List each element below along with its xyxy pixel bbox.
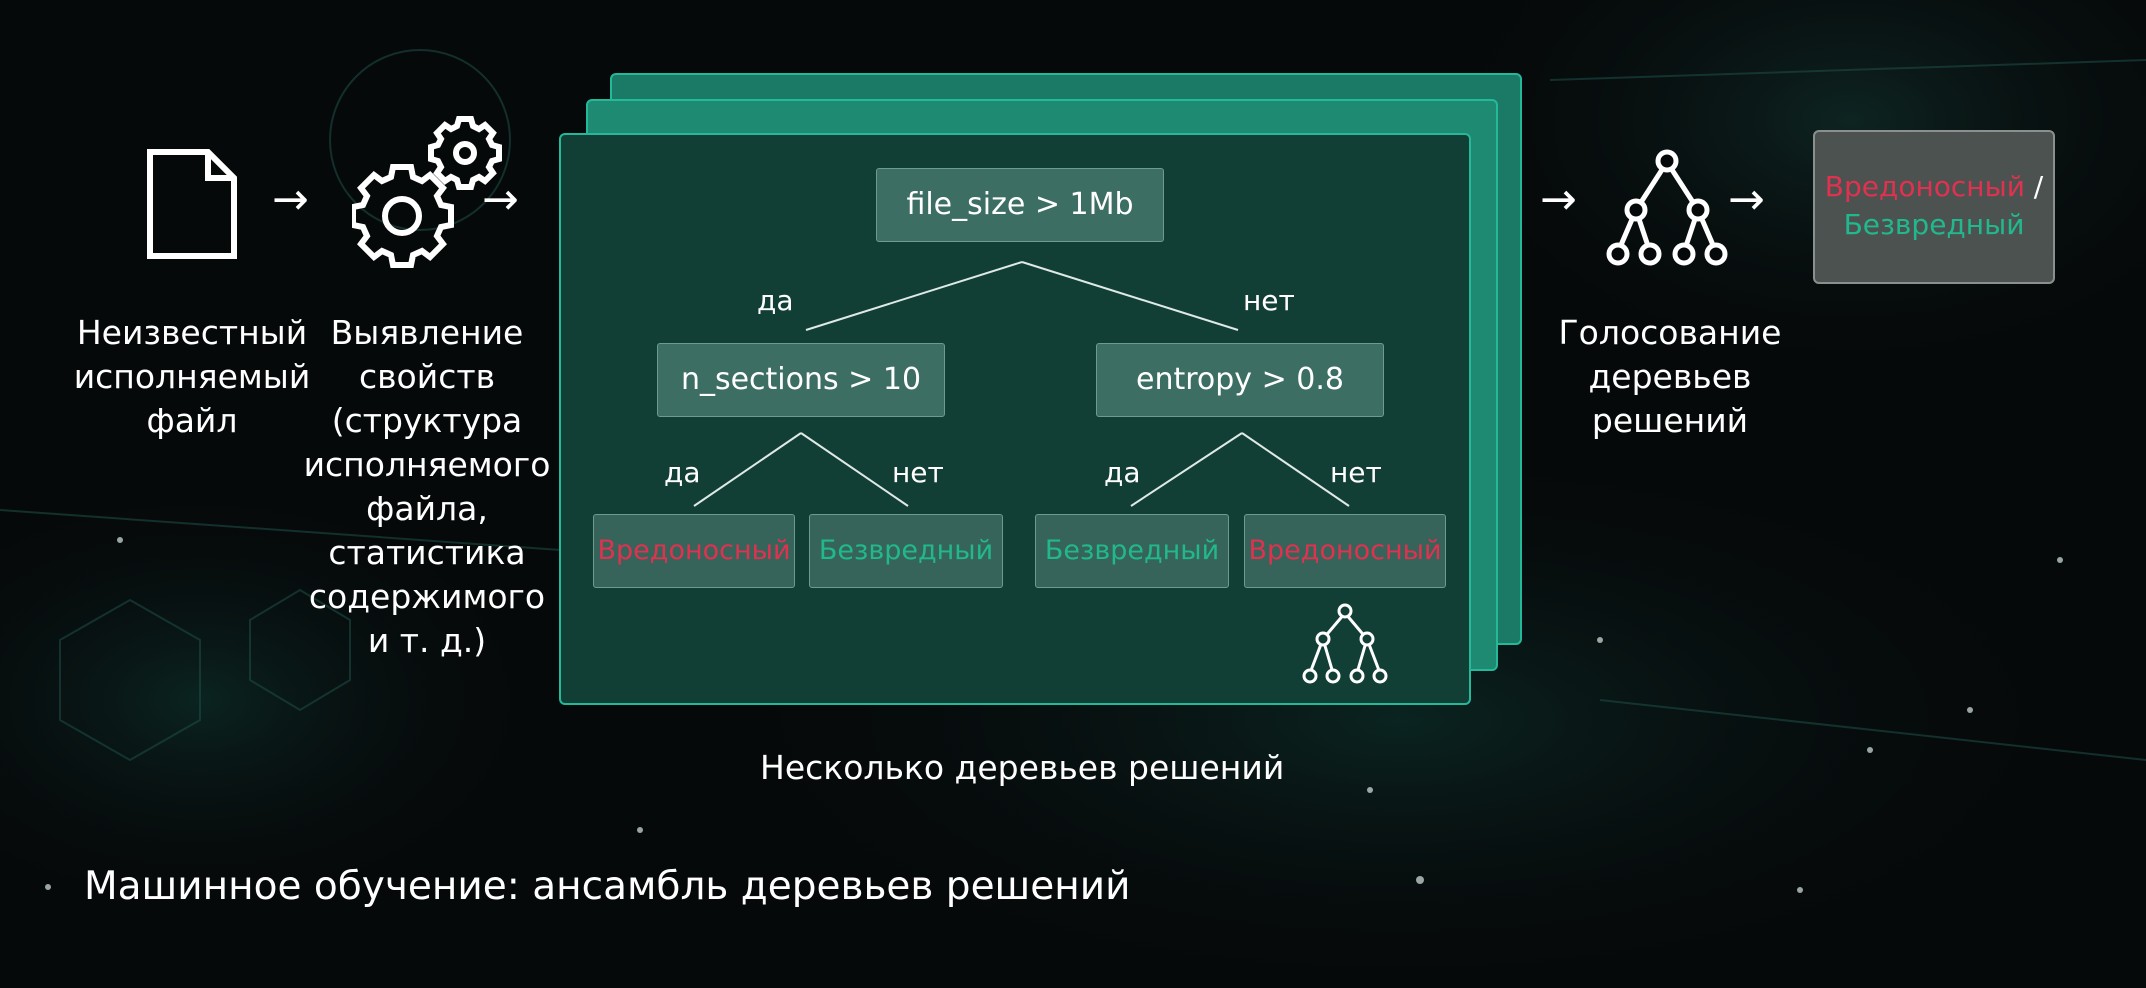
file-icon	[147, 149, 237, 259]
left-yes-label: да	[664, 456, 701, 489]
right-yes-label: да	[1104, 456, 1141, 489]
slide-title: Машинное обучение: ансамбль деревьев реш…	[84, 864, 1131, 909]
arrow-right-icon: →	[1728, 174, 1765, 225]
decision-tree-icon	[1606, 149, 1728, 266]
arrow-right-icon: →	[1540, 174, 1577, 225]
root-yes-label: да	[757, 284, 794, 317]
feature-extraction-label: Выявление свойств (структура исполняемог…	[303, 313, 551, 660]
voting-label: Голосование деревьев решений	[1558, 313, 1782, 440]
leaf-malicious: Вредоносный	[1244, 514, 1446, 588]
left-no-label: нет	[892, 456, 944, 489]
trees-caption: Несколько деревьев решений	[760, 748, 1285, 787]
gears-icon	[352, 116, 502, 268]
right-no-label: нет	[1330, 456, 1382, 489]
leaf-benign: Безвредный	[809, 514, 1003, 588]
unknown-file-label: Неизвестный исполняемый файл	[73, 313, 311, 440]
right-node: entropy > 0.8	[1096, 343, 1384, 417]
result-box: Вредоносный / Безвредный	[1813, 130, 2055, 284]
left-node: n_sections > 10	[657, 343, 945, 417]
decision-tree-icon	[1302, 603, 1388, 684]
root-no-label: нет	[1243, 284, 1295, 317]
result-malicious: Вредоносный	[1824, 170, 2025, 203]
result-benign: Безвредный	[1843, 208, 2025, 241]
result-separator: /	[2024, 170, 2044, 203]
arrow-right-icon: →	[482, 174, 519, 225]
leaf-malicious: Вредоносный	[593, 514, 795, 588]
root-node: file_size > 1Mb	[876, 168, 1164, 242]
leaf-benign: Безвредный	[1035, 514, 1229, 588]
arrow-right-icon: →	[272, 174, 309, 225]
